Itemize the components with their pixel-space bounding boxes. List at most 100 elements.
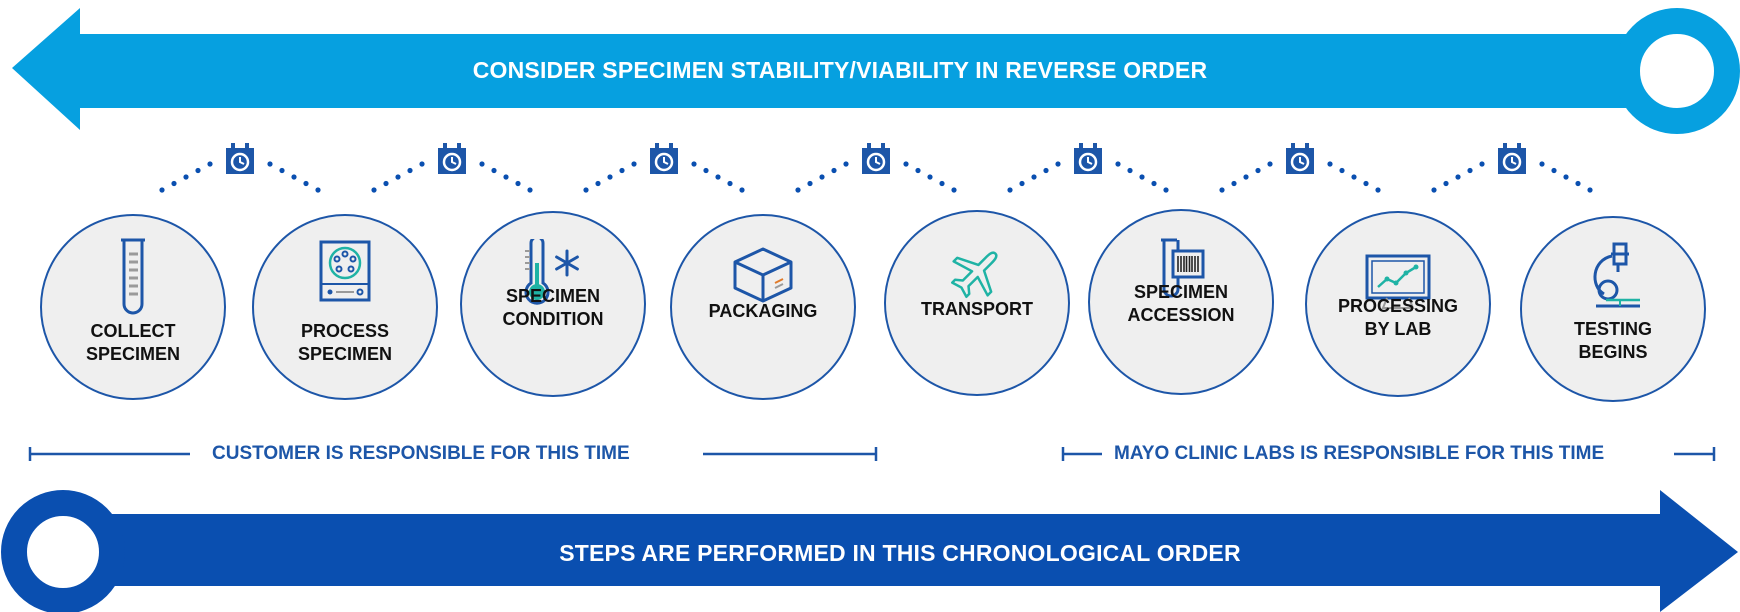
timer-dot — [527, 187, 533, 193]
timer-dot — [1587, 187, 1593, 193]
timer-dot — [939, 180, 945, 187]
timer-dot — [903, 161, 909, 167]
timer-dot — [1443, 180, 1449, 187]
timer-dot — [1375, 187, 1381, 193]
centrifuge-icon — [319, 240, 371, 302]
timer-5 — [1007, 143, 1169, 193]
step-label: PROCESS SPECIMEN — [297, 321, 393, 364]
airplane-icon — [951, 251, 998, 298]
chronological-arrow-shape — [60, 490, 1738, 612]
timer-dot — [583, 187, 589, 193]
step-label: PACKAGING — [708, 301, 818, 321]
timer-dot — [371, 187, 377, 193]
timer-dot — [1127, 167, 1133, 174]
timer-dot — [1055, 161, 1061, 167]
timer-dot — [267, 161, 273, 167]
reverse-arrow-ring — [1614, 8, 1740, 134]
timer-dot — [915, 167, 921, 174]
timer-dot — [715, 174, 721, 180]
step-specimen-condition: SPECIMEN CONDITION — [460, 211, 646, 397]
responsibility-lines — [28, 447, 1716, 461]
calendar-clock-icon — [650, 143, 678, 174]
step-label: SPECIMEN ACCESSION — [1127, 282, 1235, 325]
timer-dot — [807, 180, 813, 187]
step-label: TRANSPORT — [921, 299, 1033, 319]
timer-dot — [1467, 167, 1473, 174]
step-processing-by-lab: PROCESSING BY LAB — [1305, 211, 1491, 397]
step-label: SPECIMEN CONDITION — [502, 286, 604, 329]
timer-dot — [1139, 174, 1145, 180]
timer-dot — [1339, 167, 1345, 174]
step-testing-begins: TESTING BEGINS — [1520, 216, 1706, 402]
timer-dot — [1007, 187, 1013, 193]
reverse-order-arrow — [12, 8, 1740, 134]
step-collect-specimen: COLLECT SPECIMEN — [40, 214, 226, 400]
timer-dot — [491, 167, 497, 174]
timer-2 — [371, 143, 533, 193]
timer-dot — [619, 167, 625, 174]
timer-4 — [795, 143, 957, 193]
timer-dot — [595, 180, 601, 187]
timer-dot — [207, 161, 213, 167]
timer-dot — [1575, 180, 1581, 187]
timer-dot — [1243, 174, 1249, 180]
timer-dot — [739, 187, 745, 193]
timer-dot — [607, 174, 613, 180]
step-label: COLLECT SPECIMEN — [85, 321, 181, 364]
timer-dot — [383, 180, 389, 187]
timer-dot — [1115, 161, 1121, 167]
calendar-clock-icon — [862, 143, 890, 174]
timer-dot — [1539, 161, 1545, 167]
timer-dot — [419, 161, 425, 167]
timer-dot — [395, 174, 401, 180]
calendar-clock-icon — [438, 143, 466, 174]
reverse-arrow-shape — [12, 8, 1640, 130]
timer-dot — [1267, 161, 1273, 167]
timer-1 — [159, 143, 321, 193]
timer-dot — [1019, 180, 1025, 187]
timer-dot — [703, 167, 709, 174]
timer-dot — [727, 180, 733, 187]
timer-dot — [843, 161, 849, 167]
timer-dot — [303, 180, 309, 187]
lab-responsibility-label: MAYO CLINIC LABS IS RESPONSIBLE FOR THIS… — [1114, 443, 1605, 464]
chronological-order-label: STEPS ARE PERFORMED IN THIS CHRONOLOGICA… — [559, 540, 1241, 566]
timer-dot — [1151, 180, 1157, 187]
monitor-chart-icon — [1365, 254, 1431, 309]
timer-dot — [291, 174, 297, 180]
timer-dot — [1255, 167, 1261, 174]
timer-dot — [1163, 187, 1169, 193]
chronological-order-arrow — [1, 490, 1738, 612]
timer-dot — [795, 187, 801, 193]
timer-dot — [315, 187, 321, 193]
timer-dot — [171, 180, 177, 187]
timer-dot — [1327, 161, 1333, 167]
barcode-tube-icon — [1161, 238, 1205, 298]
timer-6 — [1219, 143, 1381, 193]
timer-dot — [407, 167, 413, 174]
step-packaging: PACKAGING — [670, 214, 856, 400]
timer-dot — [1231, 180, 1237, 187]
timer-dot — [515, 180, 521, 187]
step-label: PROCESSING BY LAB — [1337, 296, 1459, 339]
timer-dot — [1363, 180, 1369, 187]
timer-dot — [1431, 187, 1437, 193]
calendar-clock-icon — [1286, 143, 1314, 174]
timer-dot — [819, 174, 825, 180]
timer-dot — [1563, 174, 1569, 180]
timer-dot — [1455, 174, 1461, 180]
step-label: TESTING BEGINS — [1573, 319, 1652, 362]
timer-dot — [1551, 167, 1557, 174]
calendar-clock-icon — [226, 143, 254, 174]
reverse-order-label: CONSIDER SPECIMEN STABILITY/VIABILITY IN… — [472, 57, 1208, 83]
timer-arcs — [159, 143, 1593, 193]
timer-dot — [279, 167, 285, 174]
calendar-clock-icon — [1498, 143, 1526, 174]
timer-dot — [691, 161, 697, 167]
timer-dot — [195, 167, 201, 174]
timer-dot — [183, 174, 189, 180]
timer-dot — [1219, 187, 1225, 193]
timer-dot — [503, 174, 509, 180]
timer-dot — [1479, 161, 1485, 167]
customer-responsibility-label: CUSTOMER IS RESPONSIBLE FOR THIS TIME — [212, 443, 630, 464]
